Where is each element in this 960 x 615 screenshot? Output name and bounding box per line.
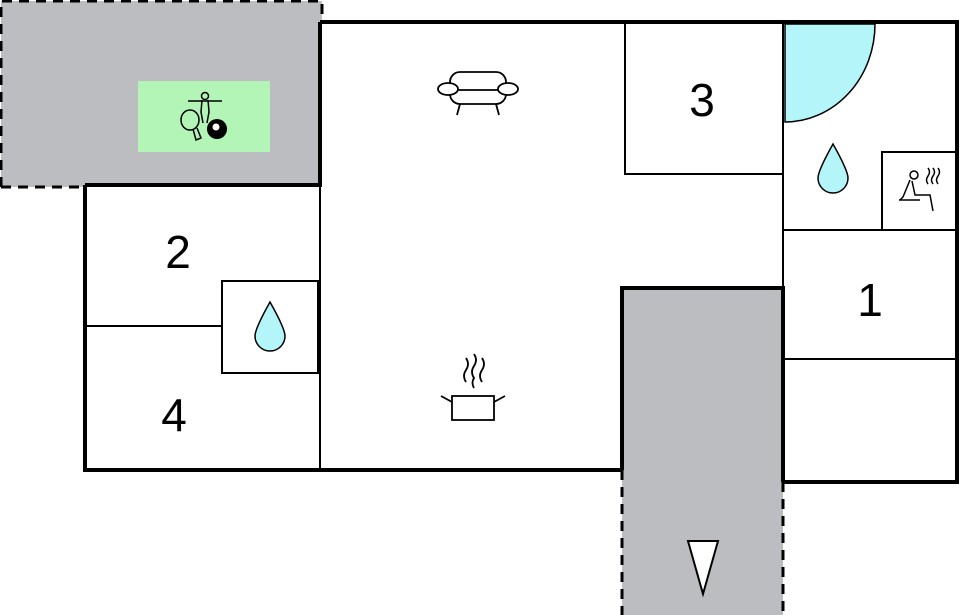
water-drop-icon xyxy=(254,300,286,352)
room-label-1: 1 xyxy=(857,274,883,326)
entrance-area xyxy=(620,286,785,615)
games-room-icon xyxy=(138,81,270,152)
sofa-icon xyxy=(437,71,519,116)
room-label-2: 2 xyxy=(165,226,191,278)
entrance-arrow-icon xyxy=(686,540,720,598)
room-label-3: 3 xyxy=(689,74,715,126)
sauna-icon xyxy=(899,167,941,212)
shower-area xyxy=(784,23,876,123)
cooking-pot-icon xyxy=(440,353,506,421)
inner-walls xyxy=(85,22,958,482)
water-drop-icon xyxy=(817,142,849,194)
outer-walls xyxy=(83,20,959,484)
room-label-4: 4 xyxy=(161,389,187,441)
